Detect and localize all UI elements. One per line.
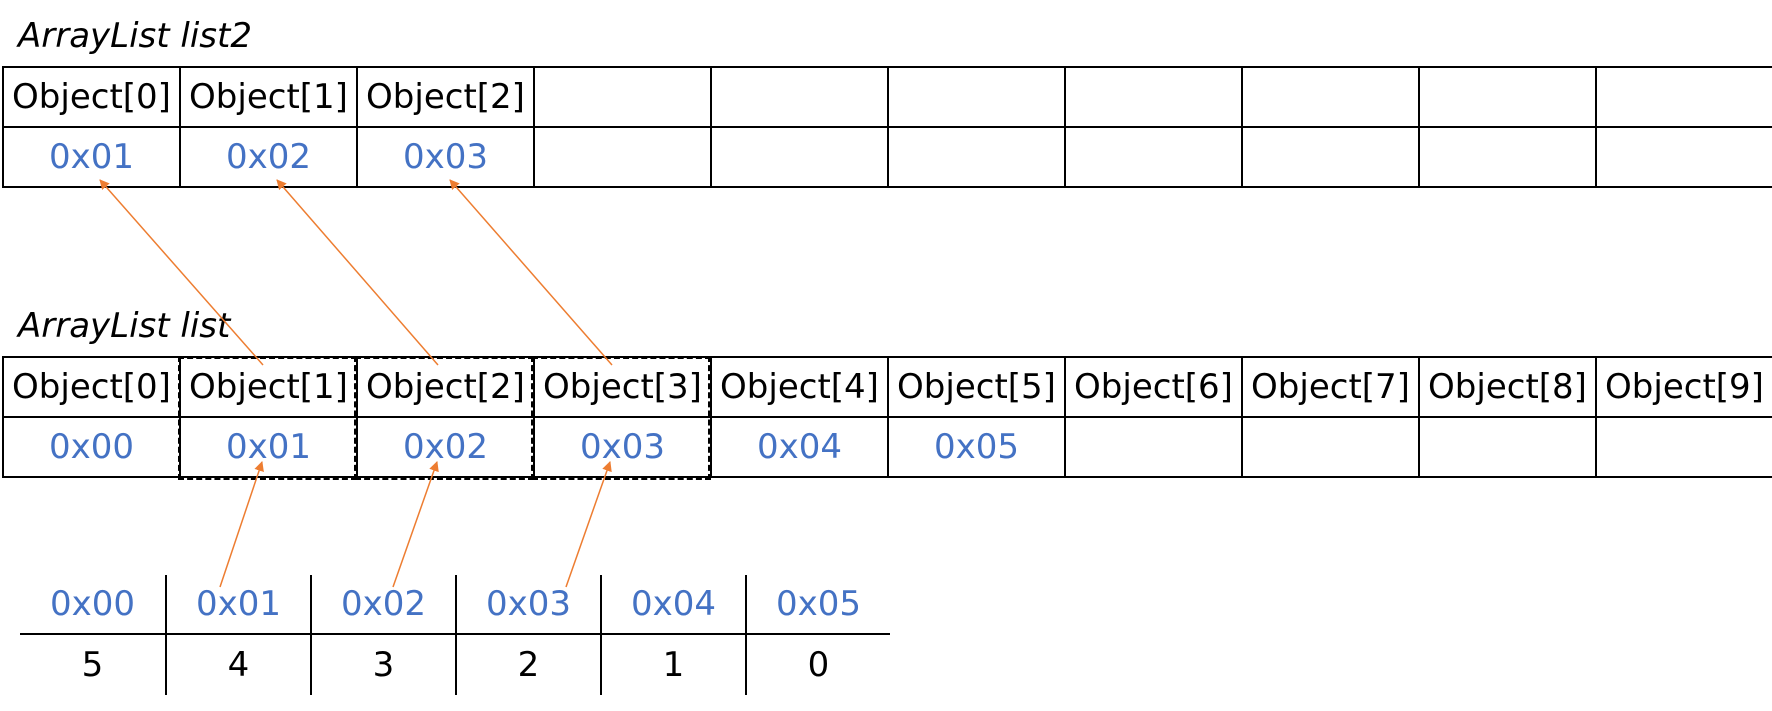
list2-header-cell: Object[2] <box>358 68 535 128</box>
heap-table: 0x00 0x01 0x02 0x03 0x04 0x05 5 4 3 2 1 … <box>20 575 890 695</box>
heap-value: 0 <box>745 635 890 695</box>
heap-address: 0x04 <box>600 575 745 635</box>
sublist-highlight-2 <box>355 356 534 480</box>
list-header-cell: Object[5] <box>889 358 1066 418</box>
list2-value-cell <box>889 128 1066 188</box>
sublist-highlight-1 <box>178 356 357 480</box>
heap-value: 2 <box>455 635 600 695</box>
list2-header-cell <box>535 68 712 128</box>
heap-value: 1 <box>600 635 745 695</box>
heap-address: 0x03 <box>455 575 600 635</box>
list-header-cell: Object[4] <box>712 358 889 418</box>
list-header-cell: Object[7] <box>1243 358 1420 418</box>
list-value-cell <box>1597 418 1772 478</box>
list2-header-cell <box>1066 68 1243 128</box>
list2-value-cell <box>535 128 712 188</box>
list-header-cell: Object[3] <box>535 358 712 418</box>
list2-array: Object[0] Object[1] Object[2] 0x01 0x02 … <box>2 66 1772 188</box>
heap-value: 3 <box>310 635 455 695</box>
sublist-highlight-3 <box>532 356 711 480</box>
list2-header-cell <box>889 68 1066 128</box>
heap-address: 0x01 <box>165 575 310 635</box>
list2-value-cell: 0x02 <box>181 128 358 188</box>
list-value-cell: 0x04 <box>712 418 889 478</box>
list-value-cell <box>1066 418 1243 478</box>
list2-header-cell <box>1597 68 1772 128</box>
heap-address: 0x05 <box>745 575 890 635</box>
list-header-cell: Object[8] <box>1420 358 1597 418</box>
list2-header-cell: Object[0] <box>4 68 181 128</box>
list2-caption: ArrayList list2 <box>18 16 252 56</box>
arrow-heap2-to-list2 <box>392 461 439 588</box>
list2-value-cell <box>1066 128 1243 188</box>
list2-value-cell <box>1597 128 1772 188</box>
list-value-cell: 0x00 <box>4 418 181 478</box>
list-header-cell: Object[0] <box>4 358 181 418</box>
list2-value-cell <box>1420 128 1597 188</box>
list2-value-cell: 0x01 <box>4 128 181 188</box>
heap-value: 4 <box>165 635 310 695</box>
list-array: Object[0] Object[1] Object[2] Object[3] … <box>2 356 1772 478</box>
list-value-cell: 0x05 <box>889 418 1066 478</box>
heap-address: 0x02 <box>310 575 455 635</box>
list-value-cell <box>1420 418 1597 478</box>
list-header-cell: Object[2] <box>358 358 535 418</box>
list2-header-cell <box>1243 68 1420 128</box>
heap-value: 5 <box>81 645 104 685</box>
list2-value-cell: 0x03 <box>358 128 535 188</box>
arrow-list2-to-list2-1 <box>276 179 439 366</box>
arrow-heap1-to-list1 <box>219 461 264 588</box>
arrow-heap3-to-list3 <box>565 461 612 588</box>
list2-header-cell: Object[1] <box>181 68 358 128</box>
arrow-list3-to-list2-2 <box>449 179 613 366</box>
list-header-cell: Object[6] <box>1066 358 1243 418</box>
list2-value-cell <box>1243 128 1420 188</box>
list2-header-cell <box>1420 68 1597 128</box>
list2-header-cell <box>712 68 889 128</box>
list-value-cell <box>1243 418 1420 478</box>
list-caption: ArrayList list <box>18 306 231 346</box>
list2-value-cell <box>712 128 889 188</box>
heap-address: 0x00 <box>20 575 165 635</box>
list-header-cell: Object[9] <box>1597 358 1772 418</box>
